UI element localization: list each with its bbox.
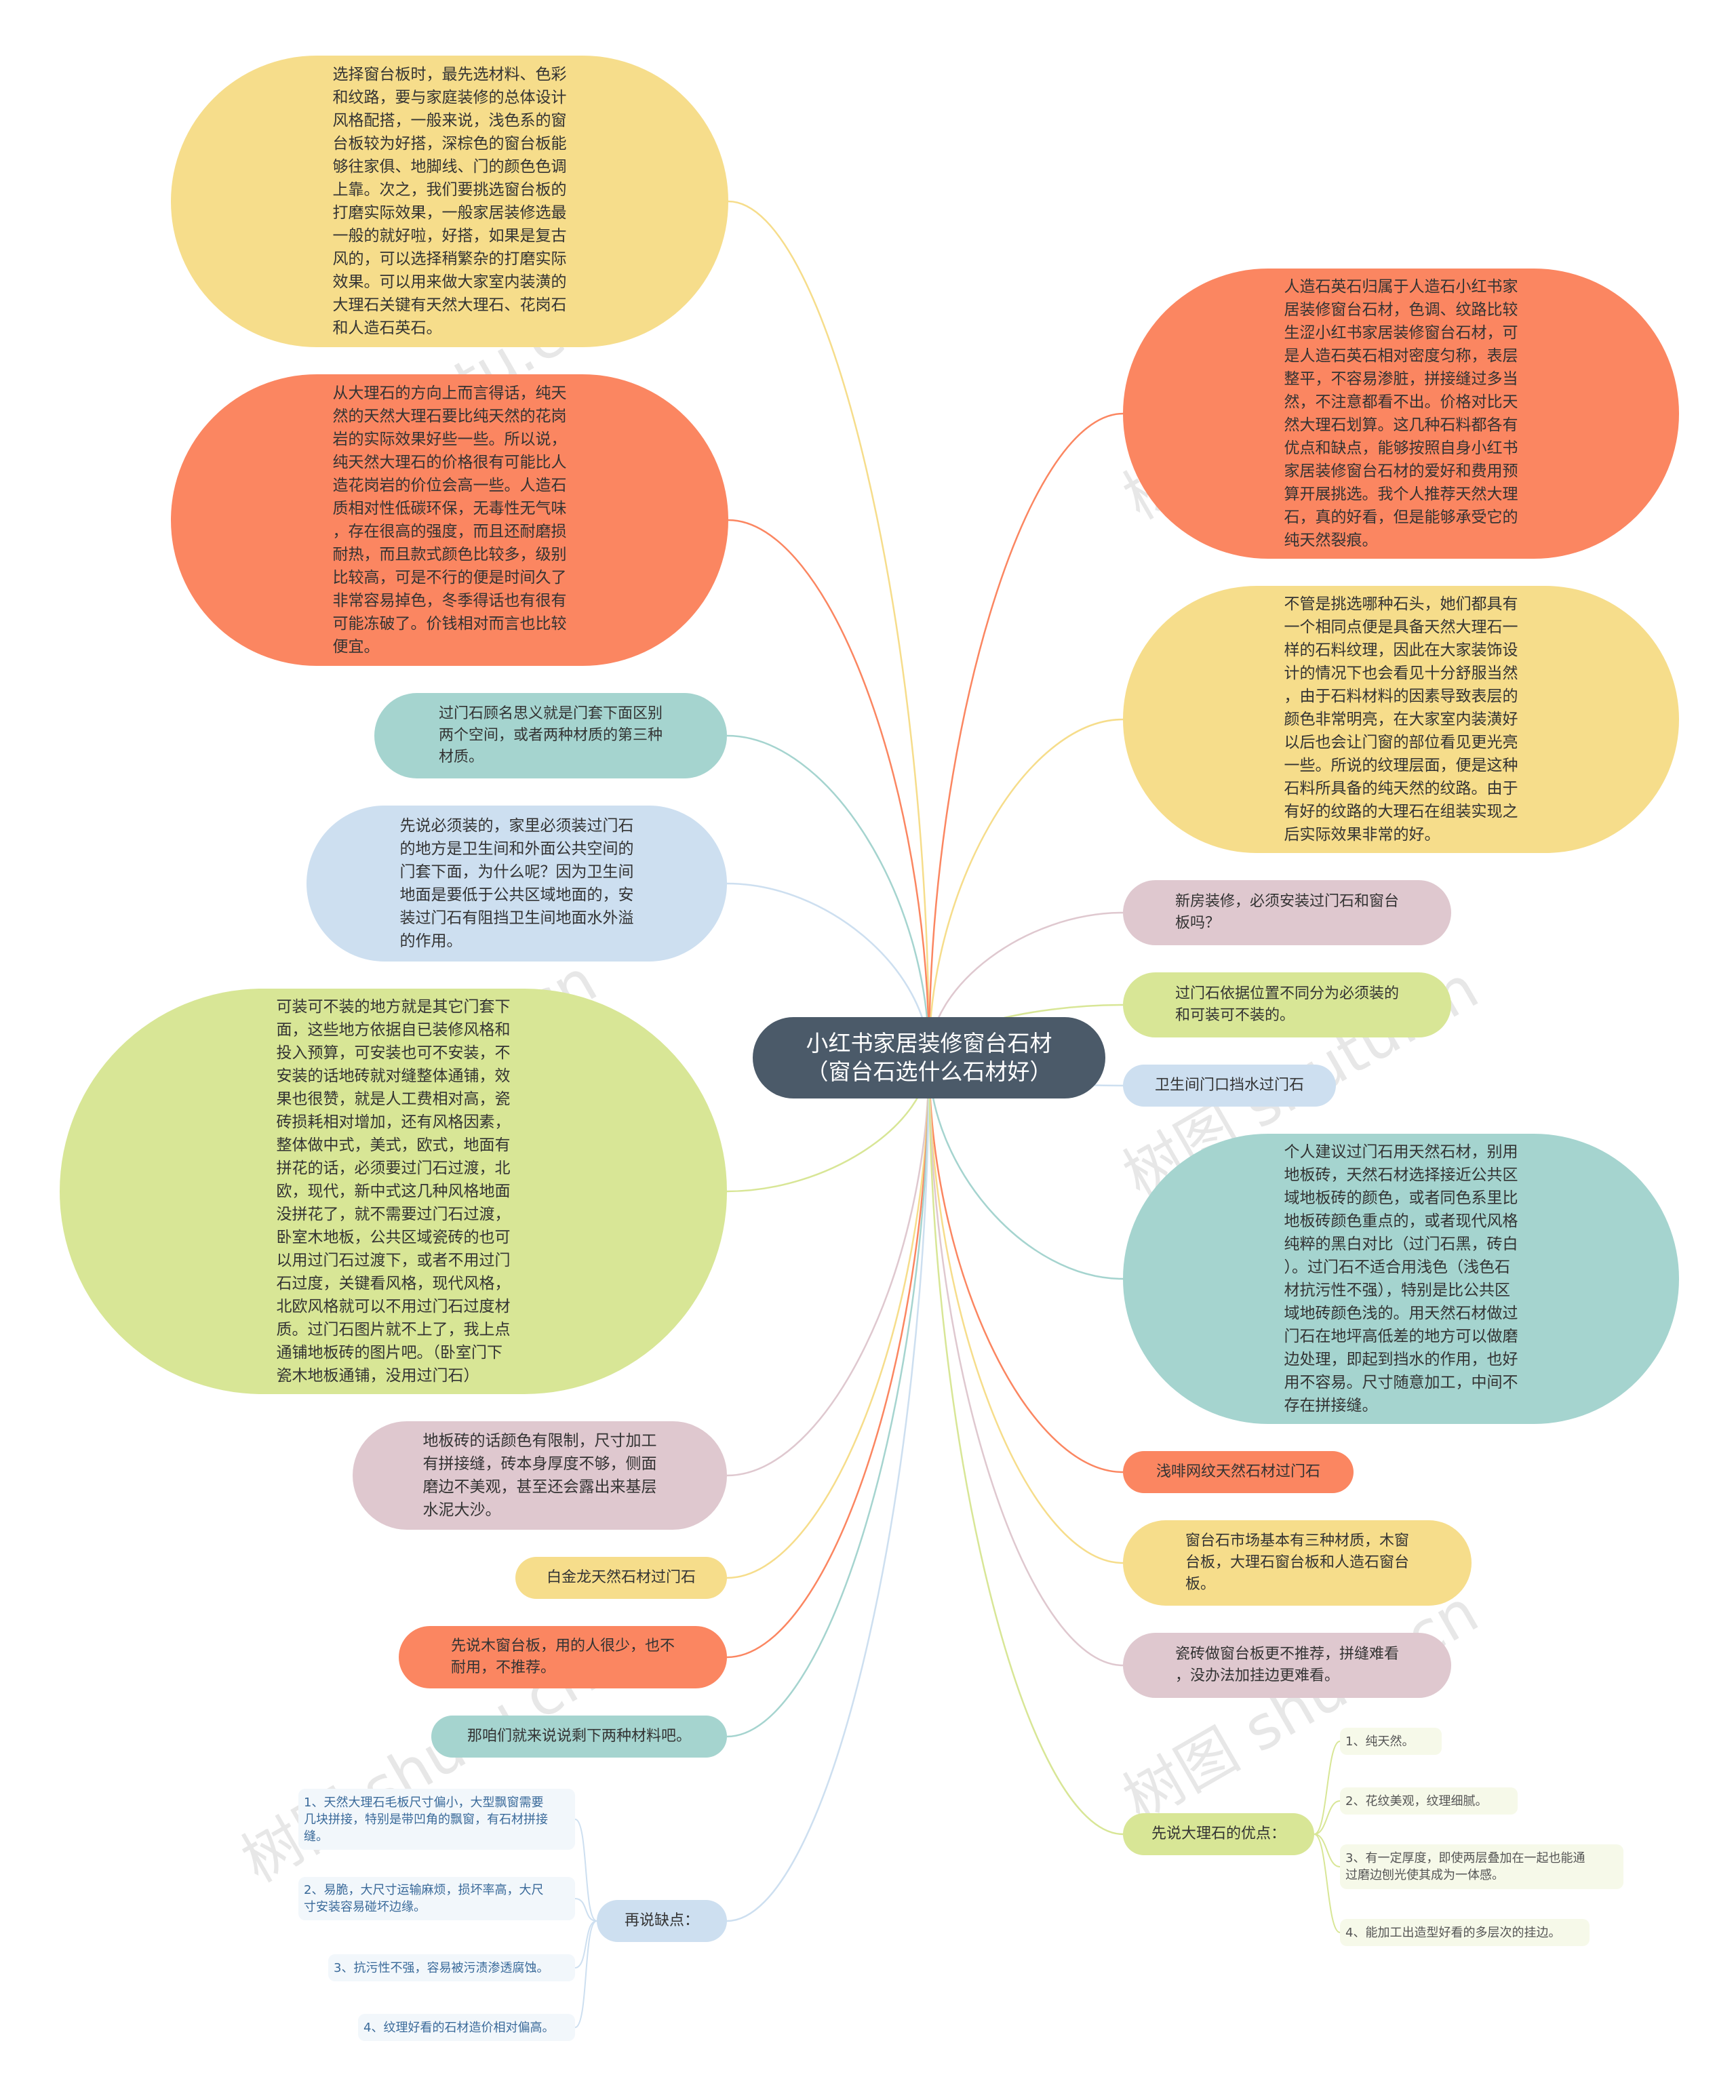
topic-label: 瓷砖做窗台板更不推荐，拼缝难看 ，没办法加挂边更难看。 (1175, 1646, 1399, 1684)
topic-three-materials[interactable]: 窗台石市场基本有三种材质，木窗 台板，大理石窗台板和人造石窗台 板。 (1123, 1520, 1472, 1606)
connector-line (726, 1057, 930, 1659)
connector-line (726, 734, 930, 1058)
topic-label: 先说大理石的优点： (1151, 1825, 1286, 1842)
central-topic[interactable]: 小红书家居装修窗台石材 （窗台石选什么石材好） (753, 1017, 1105, 1098)
topic-label: 再说缺点： (624, 1912, 699, 1929)
topic-label: 浅啡网纹天然石材过门石 (1156, 1463, 1320, 1480)
topic-stone-texture[interactable]: 不管是挑选哪种石头，她们都具有 一个相同点便是具备天然大理石一 样的石料纹理，因… (1123, 586, 1679, 853)
topic-label: 个人建议过门石用天然石材，别用 地板砖，天然石材选择接近公共区 域地板砖的颜色，… (1284, 1143, 1518, 1414)
topic-label: 不管是挑选哪种石头，她们都具有 一个相同点便是具备天然大理石一 样的石料纹理，因… (1284, 595, 1518, 844)
disadvantage-item[interactable]: 1、天然大理石毛板尺寸偏小，大型飘窗需要 几块拼接，特别是带凹角的飘窗，有石材拼… (298, 1789, 575, 1850)
connector-line (928, 1057, 1124, 1473)
disadvantage-text: 1、天然大理石毛板尺寸偏小，大型飘窗需要 几块拼接，特别是带凹角的飘窗，有石材拼… (304, 1795, 548, 1844)
connector-line (928, 412, 1124, 1058)
topic-natural-stone-advice[interactable]: 个人建议过门石用天然石材，别用 地板砖，天然石材选择接近公共区 域地板砖的颜色，… (1123, 1134, 1679, 1424)
disadvantage-text: 4、纹理好看的石材造价相对偏高。 (363, 2020, 555, 2035)
connector-line (574, 1898, 597, 1922)
advantage-text: 1、纯天然。 (1345, 1734, 1415, 1749)
topic-remaining-materials[interactable]: 那咱们就来说说剩下两种材料吧。 (431, 1716, 727, 1758)
topic-label: 可装可不装的地方就是其它门套下 面，这些地方依据自已装修风格和 投入预算，可安装… (276, 998, 511, 1385)
topic-quartz-stone[interactable]: 人造石英石归属于人造石小红书家 居装修窗台石材，色调、纹路比较 生涩小红书家居装… (1123, 269, 1679, 559)
topic-new-house-question[interactable]: 新房装修，必须安装过门石和窗台 板吗？ (1123, 880, 1451, 945)
topic-label: 过门石顾名思义就是门套下面区别 两个空间，或者两种材质的第三种 材质。 (438, 705, 663, 766)
topic-must-install[interactable]: 先说必须装的，家里必须装过门石 的地方是卫生间和外面公共空间的 门套下面，为什么… (307, 806, 727, 962)
topic-floor-tile-limits[interactable]: 地板砖的话颜色有限制，尺寸加工 有拼接缝，砖本身厚度不够，侧面 磨边不美观，甚至… (353, 1421, 727, 1530)
topic-label: 地板砖的话颜色有限制，尺寸加工 有拼接缝，砖本身厚度不够，侧面 磨边不美观，甚至… (422, 1432, 657, 1519)
connector-line (1314, 1834, 1341, 1867)
connector-line (928, 1057, 1124, 1564)
connector-line (1314, 1834, 1341, 1933)
topic-bathroom-threshold[interactable]: 卫生间门口挡水过门石 (1123, 1065, 1336, 1107)
connector-line (726, 1057, 930, 1922)
connector-line (574, 1920, 597, 1968)
topic-label: 先说木窗台板，用的人很少，也不 耐用，不推荐。 (450, 1638, 675, 1676)
topic-label: 新房装修，必须安装过门石和窗台 板吗？ (1175, 893, 1399, 932)
topic-label: 选择窗台板时，最先选材料、色彩 和纹路，要与家庭装修的总体设计 风格配搭，一般来… (332, 66, 567, 337)
topic-marble-vs-granite[interactable]: 从大理石的方向上而言得话，纯天 然的天然大理石要比纯天然的花岗 岩的实际效果好些… (171, 374, 728, 666)
topic-label: 白金龙天然石材过门石 (546, 1569, 696, 1586)
topic-threshold-types[interactable]: 过门石依据位置不同分为必须装的 和可装可不装的。 (1123, 972, 1451, 1037)
topic-label: 那咱们就来说说剩下两种材料吧。 (467, 1728, 691, 1745)
connector-line (726, 1057, 930, 1579)
disadvantage-item[interactable]: 3、抗污性不强，容易被污渍渗透腐蚀。 (328, 1954, 575, 1981)
topic-label: 先说必须装的，家里必须装过门石 的地方是卫生间和外面公共空间的 门套下面，为什么… (399, 817, 634, 950)
connector-line (728, 200, 930, 1058)
connector-line (726, 1057, 930, 1477)
advantage-item[interactable]: 1、纯天然。 (1340, 1728, 1442, 1755)
topic-label: 从大理石的方向上而言得话，纯天 然的天然大理石要比纯天然的花岗 岩的实际效果好些… (332, 384, 567, 656)
connector-line (928, 1057, 1124, 1280)
connector-line (574, 1920, 597, 2028)
topic-window-sill-selection[interactable]: 选择窗台板时，最先选材料、色彩 和纹路，要与家庭装修的总体设计 风格配搭，一般来… (171, 56, 728, 347)
connector-line (726, 1057, 930, 1738)
connector-line (728, 519, 930, 1058)
topic-label: 窗台石市场基本有三种材质，木窗 台板，大理石窗台板和人造石窗台 板。 (1185, 1532, 1409, 1593)
advantage-text: 2、花纹美观，纹理细腻。 (1345, 1794, 1488, 1808)
advantage-item[interactable]: 4、能加工出造型好看的多层次的挂边。 (1340, 1919, 1590, 1946)
disadvantage-text: 3、抗污性不强，容易被污渍渗透腐蚀。 (334, 1960, 549, 1975)
disadvantage-text: 2、易脆，大尺寸运输麻烦，损坏率高，大尺 寸安装容易碰坏边缘。 (304, 1883, 544, 1914)
topic-label: 过门石依据位置不同分为必须装的 和可装可不装的。 (1175, 985, 1399, 1024)
advantage-item[interactable]: 2、花纹美观，纹理细腻。 (1340, 1787, 1518, 1815)
advantage-text: 4、能加工出造型好看的多层次的挂边。 (1345, 1925, 1561, 1940)
disadvantage-item[interactable]: 2、易脆，大尺寸运输麻烦，损坏率高，大尺 寸安装容易碰坏边缘。 (298, 1877, 575, 1920)
topic-threshold-definition[interactable]: 过门石顾名思义就是门套下面区别 两个空间，或者两种材质的第三种 材质。 (374, 693, 727, 778)
topic-label: 卫生间门口挡水过门石 (1154, 1077, 1304, 1094)
topic-label: 人造石英石归属于人造石小红书家 居装修窗台石材，色调、纹路比较 生涩小红书家居装… (1284, 278, 1518, 549)
connector-line (574, 1819, 597, 1922)
topic-platinum-dragon-stone[interactable]: 白金龙天然石材过门石 (515, 1557, 727, 1599)
topic-tile-sill[interactable]: 瓷砖做窗台板更不推荐，拼缝难看 ，没办法加挂边更难看。 (1123, 1633, 1451, 1698)
topic-wood-sill[interactable]: 先说木窗台板，用的人很少，也不 耐用，不推荐。 (399, 1626, 727, 1688)
topic-optional-install[interactable]: 可装可不装的地方就是其它门套下 面，这些地方依据自已装修风格和 投入预算，可安装… (60, 989, 727, 1394)
connector-line (1314, 1741, 1341, 1835)
disadvantage-item[interactable]: 4、纹理好看的石材造价相对偏高。 (358, 2014, 575, 2041)
topic-light-coffee-stone[interactable]: 浅啡网纹天然石材过门石 (1123, 1451, 1354, 1493)
connector-line (928, 1057, 1124, 1836)
topic-disadvantages[interactable]: 再说缺点： (597, 1900, 727, 1942)
connector-line (1314, 1800, 1341, 1835)
advantage-item[interactable]: 3、有一定厚度，即使两层叠加在一起也能通 过磨边刨光使其成为一体感。 (1340, 1844, 1623, 1889)
connector-line (928, 718, 1124, 1058)
central-topic-label: 小红书家居装修窗台石材 （窗台石选什么石材好） (806, 1030, 1052, 1085)
advantage-text: 3、有一定厚度，即使两层叠加在一起也能通 过磨边刨光使其成为一体感。 (1345, 1851, 1585, 1882)
connector-line (928, 1057, 1124, 1667)
topic-advantages[interactable]: 先说大理石的优点： (1123, 1813, 1314, 1855)
